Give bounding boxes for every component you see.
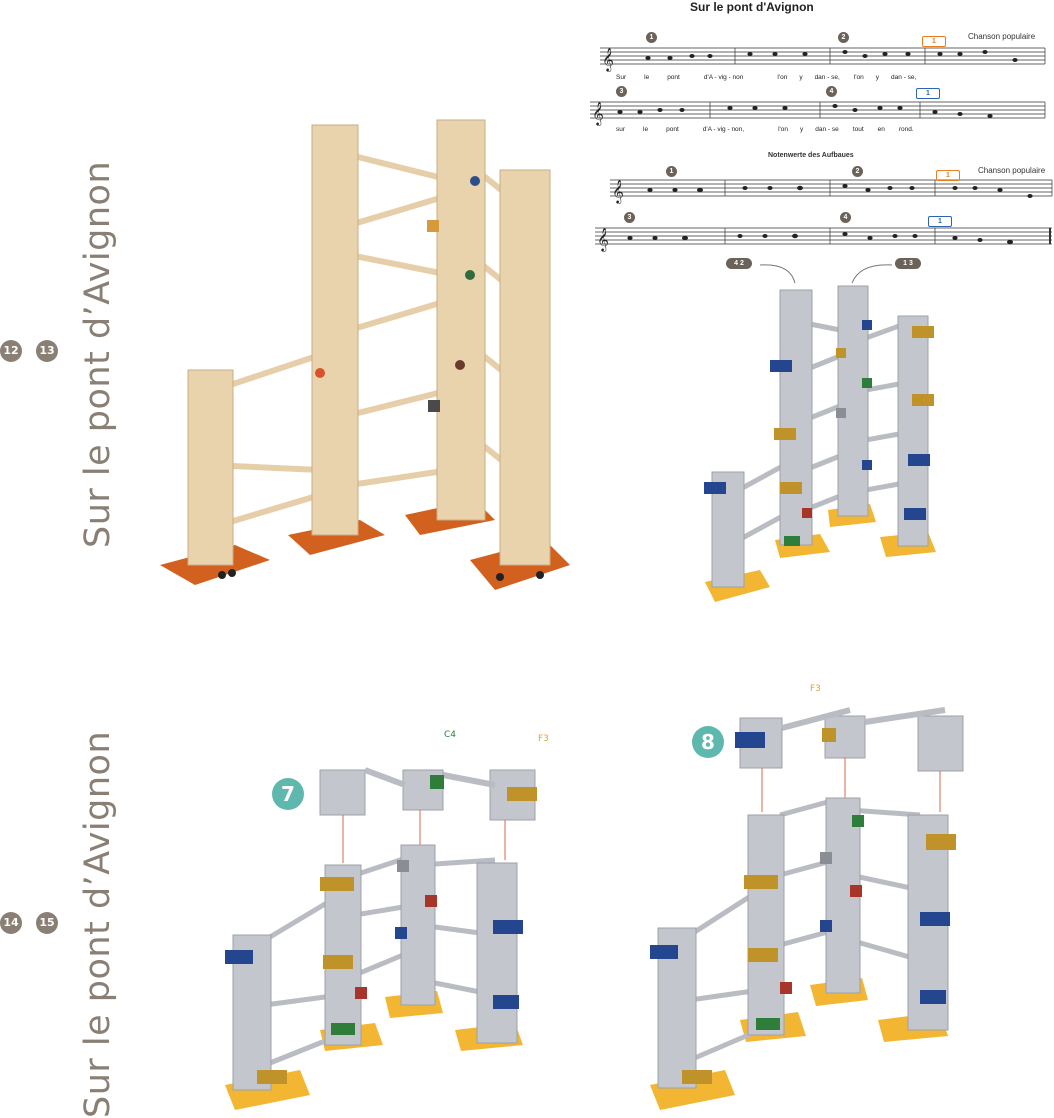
repeat-badge-blue-2: 1 bbox=[928, 216, 952, 227]
tower-diagram-step-7 bbox=[225, 767, 537, 1110]
arrows bbox=[759, 264, 893, 284]
svg-text:𝄞: 𝄞 bbox=[592, 103, 604, 126]
marker-3b: 3 bbox=[624, 212, 635, 223]
page-number: 14 bbox=[0, 912, 22, 934]
repeat-badge-blue: 1 bbox=[916, 88, 940, 99]
note-label-f3: F3 bbox=[538, 734, 549, 744]
step-8-badge: 8 bbox=[692, 726, 724, 758]
note-label-c4: C4 bbox=[444, 730, 457, 740]
second-score-title: Notenwerte des Aufbaues bbox=[768, 152, 854, 159]
svg-text:𝄞: 𝄞 bbox=[602, 49, 614, 72]
marker-3: 3 bbox=[616, 86, 627, 97]
repeat-badge-orange-2: 1 bbox=[936, 170, 960, 181]
arrow-label-left: 4 2 bbox=[726, 258, 752, 269]
page-number: 12 bbox=[0, 340, 22, 362]
repeat-badge-orange: 1 bbox=[922, 36, 946, 47]
marker-4b: 4 bbox=[840, 212, 851, 223]
music-score: 𝄞 𝄞 𝄞 𝄞 bbox=[590, 47, 1053, 252]
marker-2b: 2 bbox=[852, 166, 863, 177]
arrow-label-right: 1 3 bbox=[895, 258, 921, 269]
step-7-badge: 7 bbox=[272, 778, 304, 810]
wooden-marble-run-photo bbox=[160, 119, 570, 590]
page-number: 15 bbox=[36, 912, 58, 934]
second-source-label: Chanson populaire bbox=[978, 166, 1046, 175]
svg-text:𝄞: 𝄞 bbox=[597, 229, 609, 252]
tower-diagram-step-8 bbox=[650, 707, 964, 1110]
svg-text:𝄞: 𝄞 bbox=[612, 181, 624, 204]
marker-1b: 1 bbox=[666, 166, 677, 177]
tower-diagram-main bbox=[704, 285, 936, 602]
marker-1: 1 bbox=[646, 32, 657, 43]
note-label-f3-step8: F3 bbox=[810, 684, 821, 694]
song-title: Sur le pont d'Avignon bbox=[690, 0, 814, 14]
marker-4: 4 bbox=[826, 86, 837, 97]
page-number: 13 bbox=[36, 340, 58, 362]
marker-2: 2 bbox=[838, 32, 849, 43]
vertical-title-top: Sur le pont d’Avignon bbox=[78, 160, 118, 548]
source-label: Chanson populaire bbox=[968, 32, 1036, 41]
vertical-title-bottom: Sur le pont d’Avignon bbox=[78, 730, 118, 1118]
